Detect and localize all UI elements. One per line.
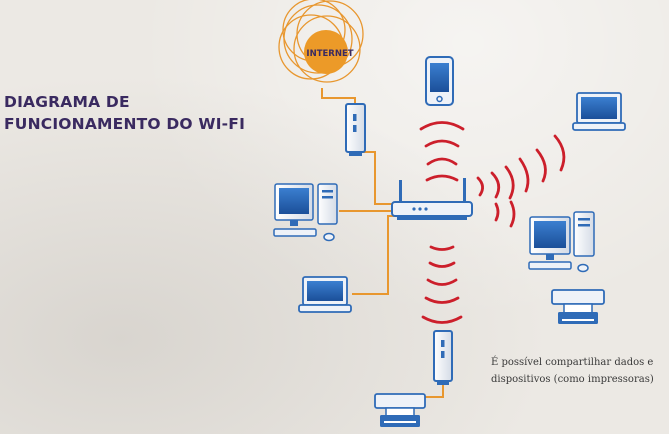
caption-line-2: dispositivos (como impressoras)	[491, 374, 654, 385]
cable-modem-to-router	[355, 151, 398, 205]
internet-label: INTERNET	[306, 49, 353, 59]
diagram-title: DIAGRAMA DE FUNCIONAMENTO DO WI-FI	[4, 91, 245, 135]
title-line-1: DIAGRAMA DE	[4, 93, 130, 111]
printer-icon	[551, 289, 605, 324]
title-line-2: FUNCIONAMENTO DO WI-FI	[4, 115, 246, 133]
desktop-computer-icon	[528, 211, 595, 273]
desktop-computer-icon	[273, 183, 338, 242]
smartphone-icon	[425, 56, 454, 106]
caption-line-1: É possível compartilhar dados e	[491, 357, 654, 368]
router-icon	[391, 178, 473, 220]
modem-icon	[345, 103, 366, 156]
cable-laptop-to-router	[352, 215, 398, 295]
laptop-icon	[298, 276, 352, 313]
printer-icon	[374, 393, 426, 427]
cable-internet-to-modem	[321, 88, 356, 104]
wifi-waves-icon	[419, 121, 566, 324]
caption-text: É possível compartilhar dados e disposit…	[491, 354, 654, 388]
laptop-icon	[572, 92, 626, 131]
internet-globe-icon: INTERNET	[278, 0, 364, 83]
access-point-icon	[433, 330, 453, 385]
cable-accesspoint-to-printer	[424, 385, 444, 398]
